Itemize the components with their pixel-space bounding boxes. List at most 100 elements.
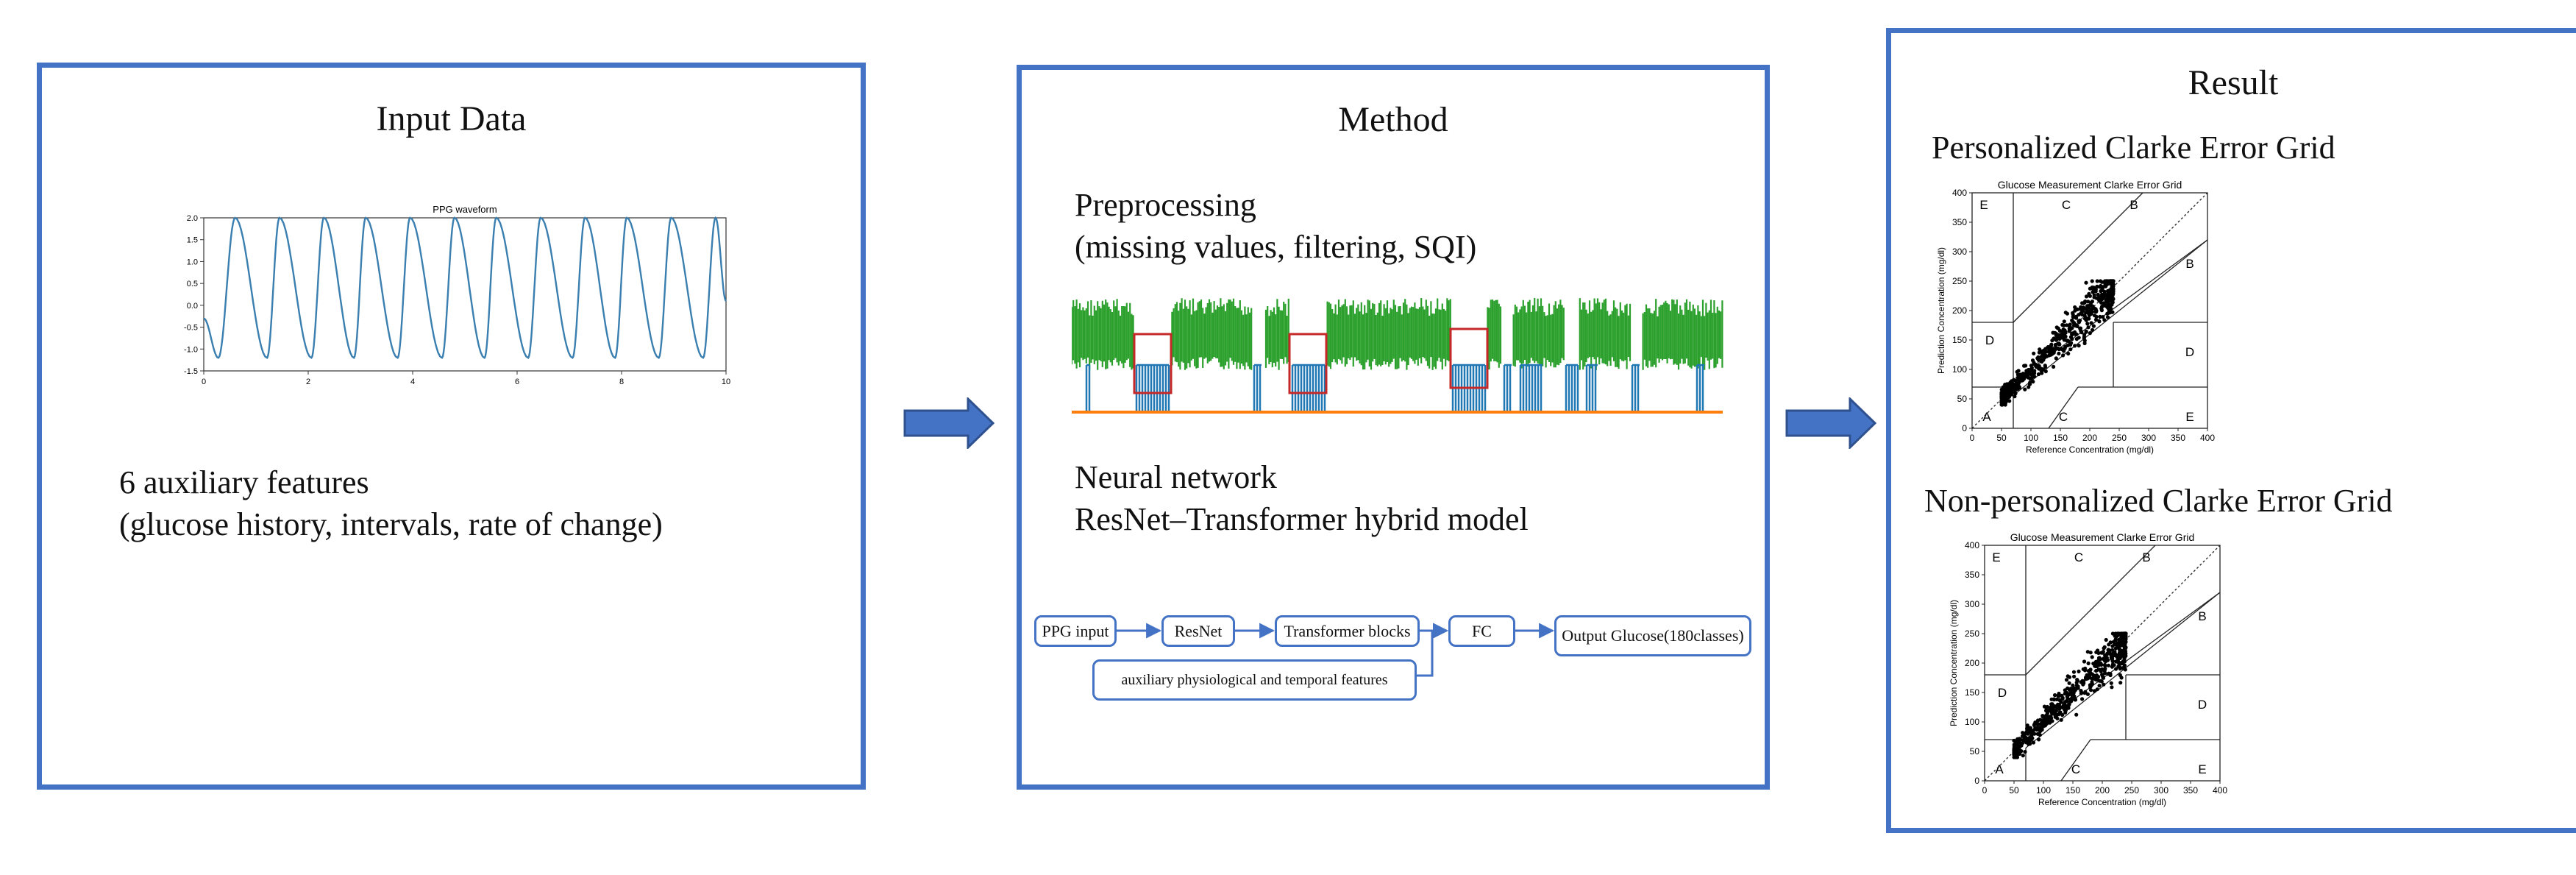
- clarke-data-point: [2030, 358, 2035, 363]
- clarke-x-tick-label: 250: [2112, 433, 2127, 443]
- zone-line-c-lower: [2048, 386, 2079, 429]
- clarke-data-point: [2104, 279, 2108, 283]
- clarke-data-point: [2082, 339, 2087, 343]
- clarke-data-point: [2079, 305, 2083, 309]
- ppg-y-tick-label: 0.5: [187, 280, 198, 288]
- clarke-data-point: [2073, 305, 2077, 310]
- clarke-data-point: [2052, 693, 2057, 698]
- clarke-data-point: [2095, 279, 2099, 283]
- clarke-data-point: [2085, 322, 2090, 326]
- clarke-data-point: [2040, 359, 2044, 364]
- clarke-data-point: [2086, 300, 2091, 304]
- clarke-data-point: [2023, 364, 2027, 368]
- clarke-data-point: [2090, 279, 2094, 283]
- clarke-x-tick-label: 150: [2066, 785, 2080, 796]
- clarke-data-point: [2101, 674, 2105, 679]
- clarke-data-point: [2097, 684, 2102, 688]
- clarke-data-point: [2102, 682, 2106, 687]
- clarke-y-tick-label: 200: [1965, 658, 1979, 668]
- clarke-data-point: [2012, 390, 2016, 394]
- clarke-data-point: [2091, 662, 2096, 666]
- clarke-data-point: [2063, 330, 2068, 334]
- clarke-data-point: [2089, 307, 2093, 311]
- clarke-data-point: [2020, 378, 2024, 383]
- clarke-data-point: [2049, 716, 2054, 720]
- clarke-data-point: [2074, 712, 2079, 717]
- clarke-data-point: [2109, 288, 2113, 294]
- clarke-data-point: [2122, 654, 2127, 659]
- clarke-data-point: [2110, 685, 2114, 690]
- clarke-data-point: [2111, 283, 2116, 288]
- clarke-zone-label: B: [2130, 198, 2138, 212]
- clarke-data-point: [2068, 697, 2073, 701]
- clarke-zone-label: A: [1982, 410, 1991, 424]
- clarke-data-point: [2090, 680, 2094, 684]
- clarke-data-point: [2052, 350, 2056, 355]
- clarke-data-point: [2082, 341, 2087, 346]
- clarke-data-point: [2116, 644, 2120, 648]
- clarke-data-point: [2114, 667, 2118, 671]
- clarke-data-point: [2079, 680, 2083, 684]
- clarke-data-point: [2057, 351, 2061, 355]
- ppg-x-tick-label: 0: [202, 378, 206, 386]
- clarke-zone-label: B: [2185, 257, 2193, 271]
- clarke-data-point: [2066, 351, 2071, 356]
- clarke-x-tick-label: 0: [1982, 785, 1988, 796]
- clarke-data-point: [2038, 726, 2042, 731]
- clarke-data-point: [2029, 364, 2033, 368]
- clarke-data-point: [2064, 678, 2069, 682]
- neural-network-text: Neural network ResNet–Transformer hybrid…: [1075, 456, 1529, 540]
- clarke-data-point: [2061, 353, 2066, 358]
- clarke-data-point: [2091, 304, 2095, 308]
- clarke-data-point: [2104, 637, 2108, 642]
- flow-output-box: Output Glucose(180classes): [1554, 615, 1751, 656]
- clarke-data-point: [2091, 287, 2096, 291]
- clarke-data-point: [2093, 307, 2098, 311]
- clarke-data-point: [2083, 690, 2088, 694]
- clarke-zone-label: C: [2071, 762, 2080, 776]
- method-title: Method: [1338, 100, 1448, 139]
- signal-green-trace: [1072, 298, 1723, 370]
- clarke-data-point: [2031, 380, 2035, 384]
- clarke-data-point: [2067, 327, 2071, 331]
- nonpersonalized-grid-title: Non-personalized Clarke Error Grid: [1924, 483, 2393, 519]
- clarke-data-point: [2007, 394, 2011, 399]
- clarke-y-tick-label: 0: [1974, 776, 1979, 786]
- clarke-data-point: [2043, 369, 2048, 374]
- zone-line-a-lower: [2025, 592, 2221, 748]
- clarke-data-point: [2118, 643, 2123, 648]
- clarke-data-point: [2049, 697, 2054, 701]
- clarke-zone-label: D: [2185, 345, 2194, 359]
- clarke-zone-label: C: [2062, 198, 2071, 212]
- clarke-y-tick-label: 400: [1952, 188, 1967, 198]
- highlight-box-3: [1449, 327, 1489, 389]
- clarke-data-point: [2077, 318, 2082, 323]
- clarke-data-point: [2118, 673, 2122, 677]
- clarke-data-point: [2072, 330, 2077, 334]
- clarke-data-point: [2052, 364, 2056, 369]
- clarke-data-point: [2023, 737, 2027, 742]
- aux-features-text: 6 auxiliary features (glucose history, i…: [119, 461, 663, 545]
- clarke-data-point: [2070, 689, 2074, 693]
- preprocessed-signal-plot: [1072, 298, 1723, 414]
- clarke-data-point: [2079, 691, 2083, 695]
- clarke-data-point: [2098, 314, 2102, 319]
- clarke-data-point: [2117, 637, 2121, 642]
- clarke-data-point: [2040, 721, 2045, 726]
- clarke-data-point: [2111, 292, 2116, 297]
- flow-fc-box: FC: [1448, 615, 1515, 647]
- clarke-zone-label: E: [1992, 550, 2000, 564]
- clarke-data-point: [2043, 347, 2048, 351]
- ppg-y-tick-label: -1.5: [184, 367, 198, 376]
- clarke-x-tick-label: 400: [2213, 785, 2227, 796]
- clarke-data-point: [2123, 642, 2127, 647]
- clarke-data-point: [2066, 686, 2070, 690]
- clarke-data-point: [2108, 640, 2113, 645]
- clarke-data-point: [2035, 731, 2040, 736]
- clarke-data-point: [2121, 651, 2126, 656]
- ppg-waveform-chart: PPG waveform -1.5-1.0-0.50.00.51.01.52.0…: [184, 204, 730, 386]
- clarke-data-point: [2088, 331, 2092, 336]
- clarke-data-point: [2019, 743, 2024, 748]
- clarke-data-point: [2074, 323, 2079, 327]
